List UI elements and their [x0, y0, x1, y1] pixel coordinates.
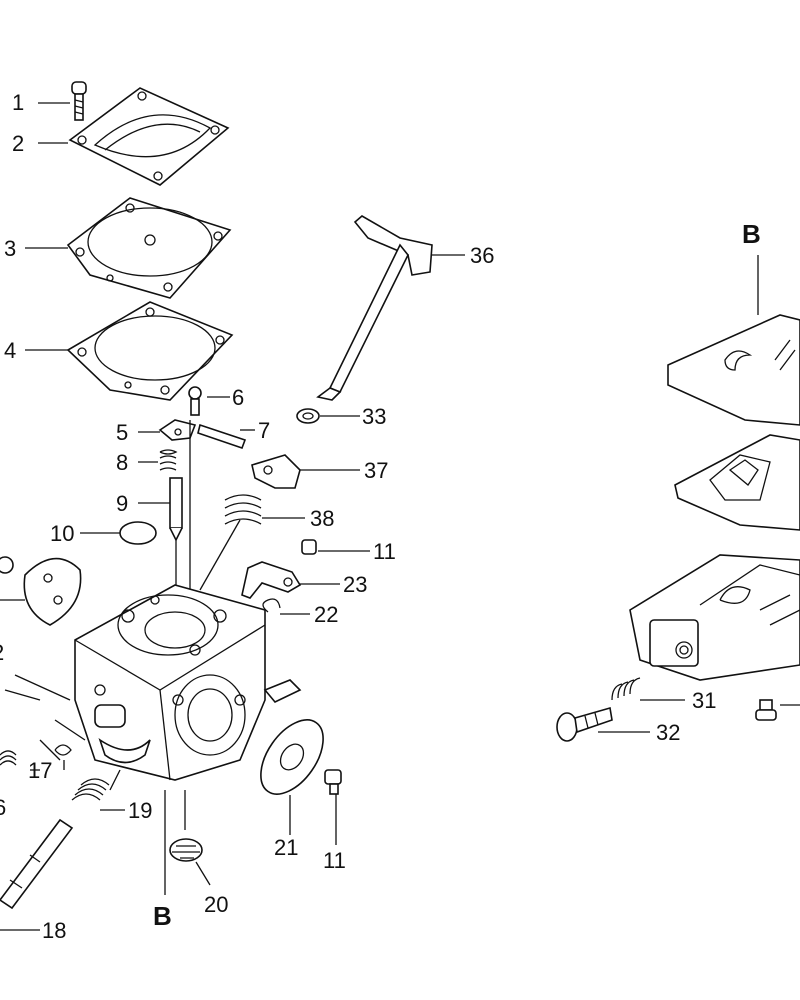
- detail-b-pump-body: [629, 554, 800, 681]
- cover-plate-part-2: [68, 87, 230, 186]
- label-part-31: 31: [692, 688, 716, 713]
- label-part-4: 4: [4, 338, 16, 363]
- spring-part-19: [71, 778, 110, 801]
- label-part-19: 19: [128, 798, 152, 823]
- label-part-3: 3: [4, 236, 16, 261]
- detail-ref-b-left: B: [153, 901, 172, 931]
- gasket-part-4: [66, 301, 234, 401]
- label-part-32: 32: [656, 720, 680, 745]
- lever-part-5: [158, 419, 197, 441]
- screw-part-11-lower: [324, 769, 342, 795]
- leader-lines: [0, 102, 800, 931]
- label-part-5: 5: [116, 420, 128, 445]
- label-part-11-upper: 11: [373, 539, 396, 564]
- label-part-21: 21: [274, 835, 298, 860]
- label-part-17: 17: [28, 758, 52, 783]
- label-part-36: 36: [470, 243, 494, 268]
- throttle-shaft-part-36: [316, 215, 433, 401]
- label-part-9: 9: [116, 491, 128, 516]
- label-part-6-clipped: 6: [0, 795, 6, 820]
- label-part-20: 20: [204, 892, 228, 917]
- screen-part-20: [169, 838, 203, 862]
- label-part-6: 6: [232, 385, 244, 410]
- clip-part-22: [262, 598, 281, 613]
- detail-ref-b-right: B: [742, 219, 761, 249]
- label-part-8: 8: [116, 450, 128, 475]
- throttle-disc-part-21: [260, 719, 324, 795]
- label-part-10: 10: [50, 521, 74, 546]
- screw-part-6: [188, 386, 202, 416]
- pump-plate-left: [0, 556, 82, 626]
- part-labels: 1 2 3 4 5 6 7 8 9 10 11 11 17 18 19 20 2…: [0, 90, 761, 943]
- part-17: [0, 744, 72, 766]
- pin-part-7: [197, 423, 247, 450]
- filter-part-10: [119, 521, 157, 545]
- label-part-23: 23: [343, 572, 367, 597]
- detail-b-screw-lower: [755, 699, 777, 721]
- label-part-2-clipped: 2: [0, 640, 4, 665]
- shaft-part-18: [0, 818, 74, 910]
- washer-part-33: [296, 408, 320, 424]
- label-part-7: 7: [258, 418, 270, 443]
- label-part-18: 18: [42, 918, 66, 943]
- spring-part-38: [224, 494, 262, 525]
- detail-b-gasket-lower: [674, 434, 800, 531]
- screw-part-11-upper: [301, 539, 317, 555]
- diaphragm-part-3: [66, 197, 232, 299]
- detail-b-spring-part-31: [611, 677, 641, 701]
- screw-part-1: [71, 81, 87, 121]
- label-part-33: 33: [362, 404, 386, 429]
- detail-b-gasket-upper: [667, 314, 800, 426]
- detail-b-screw-part-32: [556, 706, 613, 742]
- arm-part-23: [241, 561, 302, 599]
- carburetor-body: [74, 584, 302, 781]
- label-part-38: 38: [310, 506, 334, 531]
- label-part-2: 2: [12, 131, 24, 156]
- spring-part-8: [159, 449, 178, 471]
- label-part-11-lower: 11: [323, 848, 346, 873]
- label-part-1: 1: [12, 90, 24, 115]
- label-part-22: 22: [314, 602, 338, 627]
- lever-part-37: [251, 454, 301, 489]
- label-part-37: 37: [364, 458, 388, 483]
